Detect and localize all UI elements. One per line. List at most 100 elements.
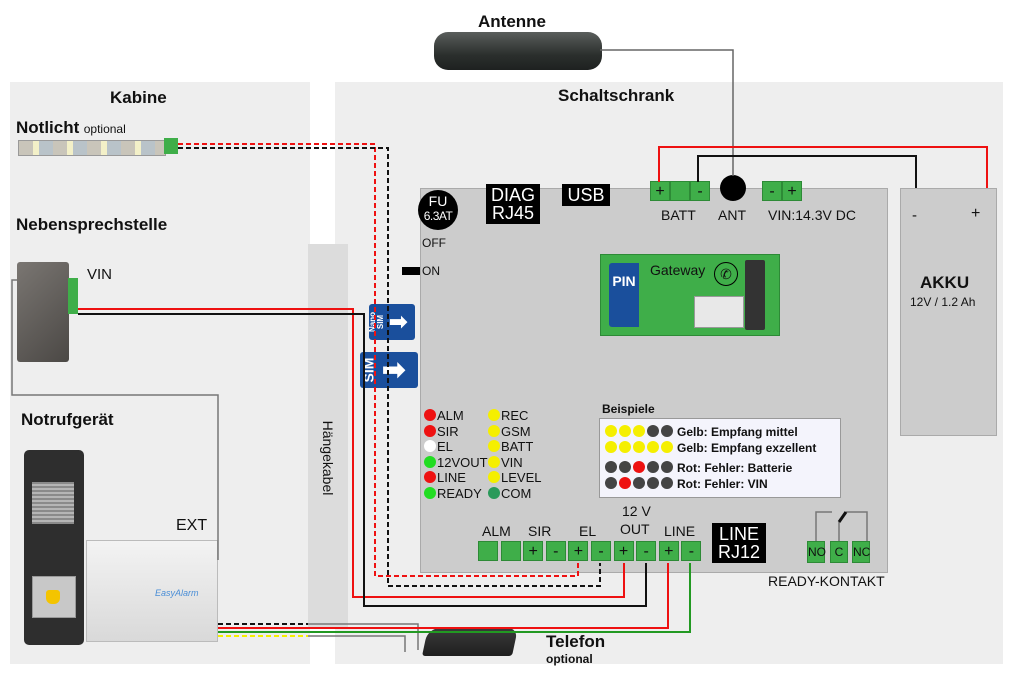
out-voltage-label: 12 V xyxy=(622,503,651,519)
emergency-device-title: Notrufgerät xyxy=(21,410,114,429)
alm-label: ALM xyxy=(482,523,511,539)
battery-spec: 12V / 1.2 Ah xyxy=(910,295,976,309)
batt-label: BATT xyxy=(661,207,696,223)
example-text: Rot: Fehler: Batterie xyxy=(677,461,793,475)
out-label: OUT xyxy=(620,521,650,537)
led-strip-image xyxy=(18,140,166,156)
ant-label: ANT xyxy=(718,207,746,223)
nano-sim-label: Nano SIM xyxy=(368,312,385,332)
usb-port[interactable]: USB xyxy=(562,184,610,206)
switch-on-label: ON xyxy=(422,264,440,278)
telephone-note: optional xyxy=(546,652,593,666)
terminal-line-minus: - xyxy=(681,541,702,561)
led-right-com: COM xyxy=(488,486,531,501)
led-left-line: LINE xyxy=(424,470,466,485)
led-label: REC xyxy=(501,408,529,423)
line-rj12-line2: RJ12 xyxy=(717,542,761,562)
antenna-connector[interactable] xyxy=(720,175,746,201)
ready-contact-label: READY-KONTAKT xyxy=(768,573,885,589)
led-label: LEVEL xyxy=(501,470,542,485)
line-rj12-line1: LINE xyxy=(718,524,760,544)
led-indicator-icon xyxy=(488,424,500,437)
led-label: COM xyxy=(501,485,532,501)
example-text: Gelb: Empfang exzellent xyxy=(677,441,817,455)
nano-sim-slot[interactable]: Nano SIM ➡ xyxy=(368,304,415,340)
arrow-right-icon: ➡ xyxy=(389,309,408,334)
led-right-batt: BATT xyxy=(488,439,533,454)
fuse-line2: 6.3AT xyxy=(423,209,453,223)
diag-rj45-port[interactable]: DIAG RJ45 xyxy=(486,184,540,224)
examples-title: Beispiele xyxy=(602,402,655,416)
led-indicator-icon xyxy=(633,425,645,437)
diag-line2: RJ45 xyxy=(491,203,535,223)
power-switch[interactable] xyxy=(402,267,420,275)
led-indicator-icon xyxy=(488,471,500,483)
vin-terminal-minus: - xyxy=(762,181,782,201)
example-row: Gelb: Empfang exzellent xyxy=(605,440,816,456)
fuse-icon: FU 6.3AT xyxy=(418,190,458,230)
telephone-image xyxy=(422,628,518,656)
led-indicator-icon xyxy=(488,486,500,499)
terminal-line-plus: + xyxy=(658,541,679,561)
led-left-alm: ALM xyxy=(424,408,464,423)
sim-slot[interactable]: SIM ➡ xyxy=(360,352,418,388)
emergency-light-note: optional xyxy=(83,122,126,136)
led-indicator-icon xyxy=(619,477,631,489)
control-board xyxy=(420,188,888,573)
terminal-el-plus: + xyxy=(568,541,589,561)
cabin-title: Kabine xyxy=(110,88,167,107)
secondary-station-terminal xyxy=(68,278,78,314)
led-left-el: EL xyxy=(424,439,453,454)
led-indicator-icon xyxy=(661,477,673,489)
sir-label: SIR xyxy=(528,523,552,539)
led-indicator-icon xyxy=(424,455,436,468)
arrow-right-icon: ➡ xyxy=(382,354,406,385)
antenna-image xyxy=(434,32,602,70)
led-indicator-icon xyxy=(619,441,631,453)
terminal-sir-plus: + xyxy=(523,541,544,561)
diag-line1: DIAG xyxy=(490,185,535,205)
led-right-vin: VIN xyxy=(488,455,523,470)
example-row: Gelb: Empfang mittel xyxy=(605,424,798,440)
led-indicator-icon xyxy=(619,461,631,473)
terminal-alm-2 xyxy=(500,541,521,561)
led-indicator-icon xyxy=(488,440,500,452)
example-row: Rot: Fehler: VIN xyxy=(605,476,768,492)
led-indicator-icon xyxy=(605,425,617,437)
gateway-panel-image xyxy=(745,260,765,330)
gateway-label: Gateway xyxy=(650,262,706,278)
led-right-level: LEVEL xyxy=(488,470,541,485)
led-indicator-icon xyxy=(647,461,659,473)
vin-terminal-plus: + xyxy=(782,181,802,201)
led-label: VIN xyxy=(501,454,523,470)
led-indicator-icon xyxy=(488,409,500,421)
led-indicator-icon xyxy=(661,461,673,473)
led-indicator-icon xyxy=(647,441,659,453)
led-indicator-icon xyxy=(424,471,436,483)
gateway-pin: PIN xyxy=(609,263,639,327)
led-indicator-icon xyxy=(647,477,659,489)
terminal-out-minus: - xyxy=(636,541,657,561)
ready-terminal-no: NO xyxy=(807,541,826,563)
led-indicator-icon xyxy=(424,424,436,437)
emergency-light-title: Notlicht optional xyxy=(16,118,126,138)
terminal-out-plus: + xyxy=(613,541,634,561)
led-label: READY xyxy=(437,485,482,501)
led-left-ready: READY xyxy=(424,486,482,501)
el-label: EL xyxy=(579,523,597,539)
battery-plus: + xyxy=(971,205,981,222)
telephone-title: Telefon xyxy=(546,632,606,651)
cabinet-title: Schaltschrank xyxy=(558,86,675,105)
vin-label: VIN:14.3V DC xyxy=(768,207,856,223)
led-right-gsm: GSM xyxy=(488,424,531,439)
led-label: ALM xyxy=(437,408,464,423)
ready-terminal-nc: NC xyxy=(852,541,870,563)
batt-terminal-plus: + xyxy=(650,181,670,201)
example-text: Rot: Fehler: VIN xyxy=(677,477,768,491)
led-label: GSM xyxy=(501,423,531,439)
emergency-light-label: Notlicht xyxy=(16,118,80,137)
nano-sim-line2: SIM xyxy=(376,314,385,330)
secondary-station-image xyxy=(17,262,69,362)
led-label: BATT xyxy=(501,439,534,454)
line-rj12-port[interactable]: LINE RJ12 xyxy=(712,523,766,563)
